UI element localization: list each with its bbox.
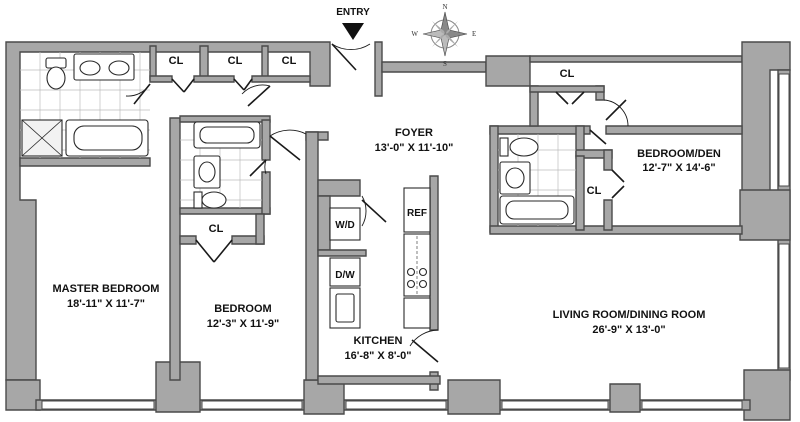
entry-label: ENTRY [336,7,370,18]
bedroom-bath [180,121,262,209]
windows [41,73,790,410]
doors [125,43,629,363]
closet-label: CL [209,223,224,235]
entry-arrow [342,23,364,40]
foyer-name: FOYER [395,127,433,139]
kitchen-fixtures [329,187,431,329]
bedroom-den-name: BEDROOM/DEN [637,148,721,160]
room-labels: MASTER BEDROOM 18'-11" X 11'-7" BEDROOM … [53,127,721,362]
appliance-labels: W/D REF D/W [335,208,427,281]
refrigerator [403,187,431,233]
dishwasher-label: D/W [335,270,355,281]
bedroom-toilet-tank [193,191,203,209]
cooktop [403,297,431,329]
kitchen-dimensions: 16'-8" X 8'-0" [344,350,411,362]
den-toilet-bowl [509,137,539,157]
dishwasher [329,257,361,287]
master-bedroom-name: MASTER BEDROOM [53,283,160,295]
entry-marker: ENTRY [336,7,370,40]
foyer-dimensions: 13'-0" X 11'-10" [375,142,454,154]
bedroom-den-dimensions: 12'-7" X 14'-6" [642,162,715,174]
compass-w: W [411,30,418,38]
living-dining-dimensions: 26'-9" X 13'-0" [592,324,665,336]
compass: N S W E [411,3,476,68]
washer-dryer [329,207,361,241]
master-toilet-bowl [46,66,66,90]
closet-label: CL [560,68,575,80]
living-dining-name: LIVING ROOM/DINING ROOM [553,309,706,321]
bedroom-name: BEDROOM [214,303,271,315]
master-bedroom-dimensions: 18'-11" X 11'-7" [67,298,145,310]
master-sink-left [79,60,101,76]
closet-labels: CL CL CL CL CL CL [169,55,602,235]
compass-s: S [443,60,447,68]
interior-walls [19,45,743,391]
refrigerator-label: REF [407,208,427,219]
bedroom-toilet-bowl [201,191,227,209]
den-bath [498,134,576,226]
den-toilet-tank [499,137,509,157]
closet-label: CL [169,55,184,67]
closet-label: CL [587,185,602,197]
closet-label: CL [228,55,243,67]
washer-dryer-label: W/D [335,220,354,231]
master-bath [20,52,150,158]
master-sink-right [108,60,130,76]
closet-label: CL [282,55,297,67]
compass-e: E [472,30,476,38]
compass-n: N [442,3,447,11]
bedroom-dimensions: 12'-3" X 11'-9" [207,318,280,330]
kitchen-name: KITCHEN [354,335,403,347]
